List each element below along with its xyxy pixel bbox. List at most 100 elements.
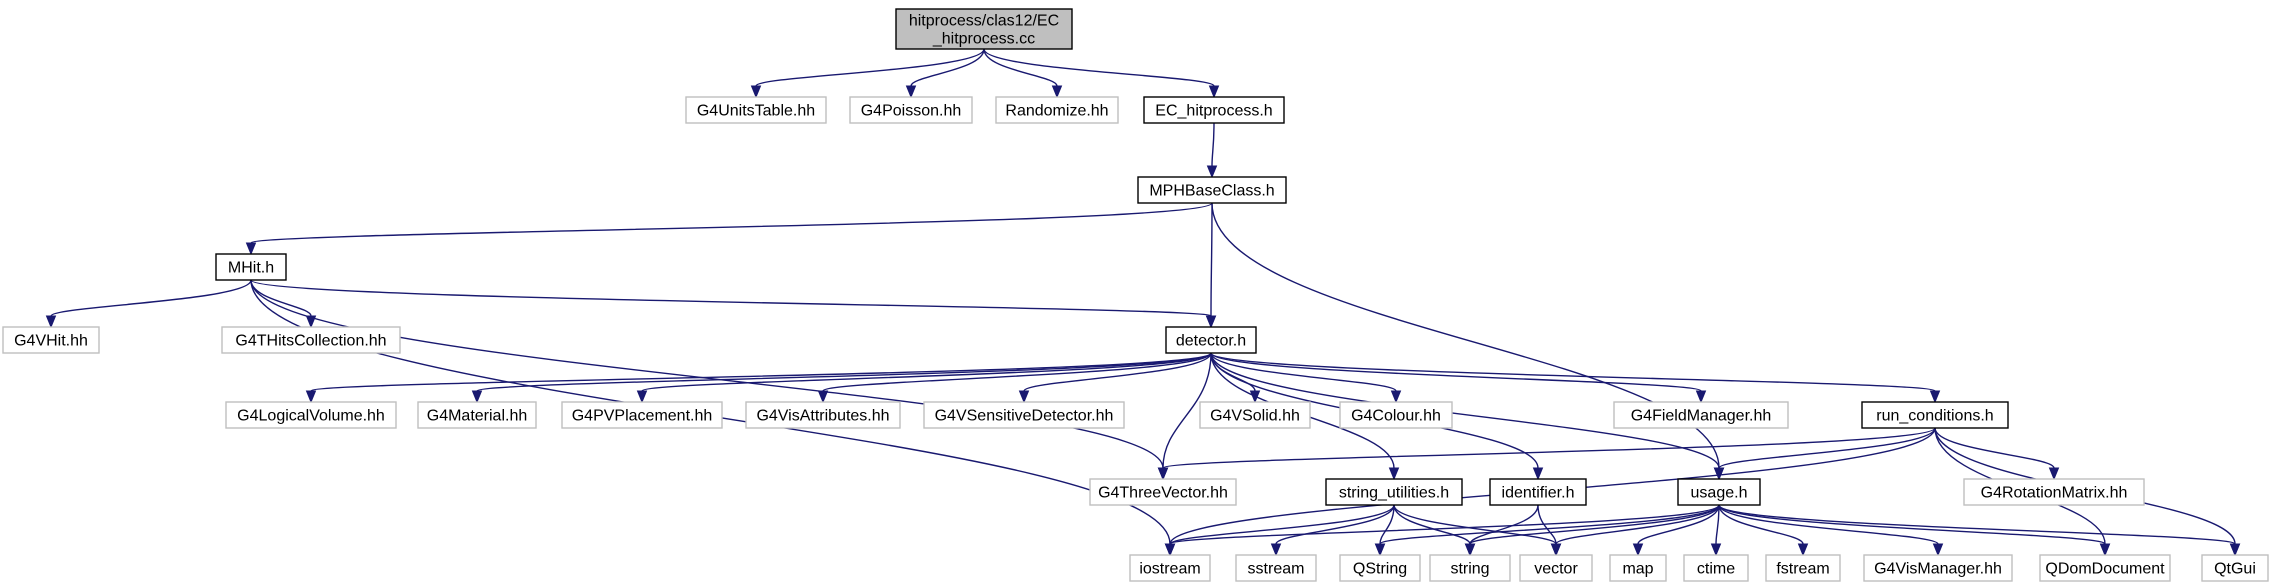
edge-line [755,48,985,87]
node-label: MHit.h [228,260,274,277]
edge-line [1469,504,1720,545]
edge-line [250,202,1213,244]
edge-arrowhead [750,85,762,99]
edge-arrowhead [1388,467,1400,481]
edge-mhit-to-g4thits [250,279,317,329]
edge-detector-to-vsens [1018,352,1212,404]
node-label: Randomize.hh [1005,103,1108,120]
node-label: G4VSolid.hh [1210,408,1300,425]
edge-arrowhead [1797,543,1809,557]
edge-arrowhead [1270,543,1282,557]
edge-usage-to-vector [1550,504,1720,557]
node-label: MPHBaseClass.h [1149,183,1274,200]
edge-line [1393,504,1557,545]
edge-detector-to-colour [1210,352,1402,404]
edge-usage-to-string [1464,504,1720,557]
edge-line [641,352,1212,392]
edge-detector-to-runcond [1210,352,1941,404]
node-label: G4VisManager.hh [1874,561,2002,578]
edge-root-to-randomize [983,48,1063,99]
edge-line [1210,352,1936,392]
edge-arrowhead [1208,85,1220,99]
node-label: G4LogicalVolume.hh [237,408,385,425]
node-run-conditions-h[interactable]: run_conditions.h [1861,401,2009,429]
edge-arrowhead [1550,543,1562,557]
node-ec-hitprocess-h[interactable]: EC_hitprocess.h [1143,96,1285,124]
edge-runcond-to-usage [1713,427,1936,481]
edge-arrowhead [1632,543,1644,557]
edge-usage-to-qtgui [1718,504,2241,557]
node-box [1235,554,1317,582]
edge-line [1718,504,1804,545]
node-mphbaseclass-h[interactable]: MPHBaseClass.h [1137,176,1287,204]
edge-line [1210,352,1397,392]
node-box [1089,478,1237,506]
node-usage-h[interactable]: usage.h [1677,478,1761,506]
node-iostream: iostream [1129,554,1211,582]
edge-line [910,48,985,87]
node-box [1765,554,1841,582]
edge-arrowhead [1206,165,1218,179]
node-label: G4VSensitiveDetector.hh [935,408,1114,425]
edge-line [1379,504,1720,545]
node-box [1861,401,2009,429]
edge-arrowhead [1205,315,1217,329]
edge-arrowhead [1164,543,1176,557]
edge-arrowhead [2099,543,2111,557]
node-box [561,401,723,429]
edge-arrowhead [1018,390,1030,404]
edge-arrowhead [2048,467,2060,481]
edge-line [310,352,1212,392]
edge-arrowhead [1710,543,1722,557]
node-g4vsensitivedetector-hh: G4VSensitiveDetector.hh [923,401,1125,429]
node-g4thitscollection-hh: G4THitsCollection.hh [221,326,401,354]
edge-detector-to-material [471,352,1212,404]
edge-usage-to-qdom [1718,504,2111,557]
edge-usage-to-fstream [1718,504,1809,557]
edge-usage-to-iostream [1164,504,1720,557]
node-qdomdocument: QDomDocument [2039,554,2171,582]
edge-line [1555,504,1720,545]
node-box [1489,478,1587,506]
edge-line [1210,352,1720,469]
edge-line [50,279,252,317]
edge-line [1210,202,1213,317]
node-g4material-hh: G4Material.hh [417,401,537,429]
node-box [1129,554,1211,582]
node-box [1137,176,1287,204]
edge-arrowhead [1374,543,1386,557]
node-box [1609,554,1667,582]
node-detector-h[interactable]: detector.h [1165,326,1257,354]
edge-line [1718,504,2106,545]
node-label: G4PVPlacement.hh [572,408,713,425]
node-mhit-h[interactable]: MHit.h [215,253,287,281]
node-box [221,326,401,354]
node-vector: vector [1519,554,1593,582]
node-label: EC_hitprocess.h [1155,103,1272,120]
node-box [1339,554,1421,582]
edge-line [250,279,312,317]
node-box [895,8,1073,50]
edge-line [1718,427,1936,469]
edge-runcond-to-threevec [1157,427,1936,481]
node-box [1613,401,1789,429]
node-label: usage.h [1691,485,1748,502]
edge-arrowhead [1929,390,1941,404]
node-box [2039,554,2171,582]
edge-mph-to-mhit [245,202,1213,256]
node-label: G4UnitsTable.hh [697,103,815,120]
edge-arrowhead [305,390,317,404]
node-hitprocess-clas12-ec-hitprocess-cc[interactable]: hitprocess/clas12/EC_hitprocess.cc [895,8,1073,50]
edge-arrowhead [1157,467,1169,481]
node-label: G4Material.hh [427,408,528,425]
node-g4unitstable-hh: G4UnitsTable.hh [685,96,827,124]
node-box [849,96,973,124]
node-box [1325,478,1463,506]
edge-arrowhead [471,390,483,404]
node-identifier-h[interactable]: identifier.h [1489,478,1587,506]
edge-root-to-echit [983,48,1220,99]
node-box [225,401,397,429]
edge-detector-to-logvol [305,352,1212,404]
edge-arrowhead [1932,543,1944,557]
node-string-utilities-h[interactable]: string_utilities.h [1325,478,1463,506]
